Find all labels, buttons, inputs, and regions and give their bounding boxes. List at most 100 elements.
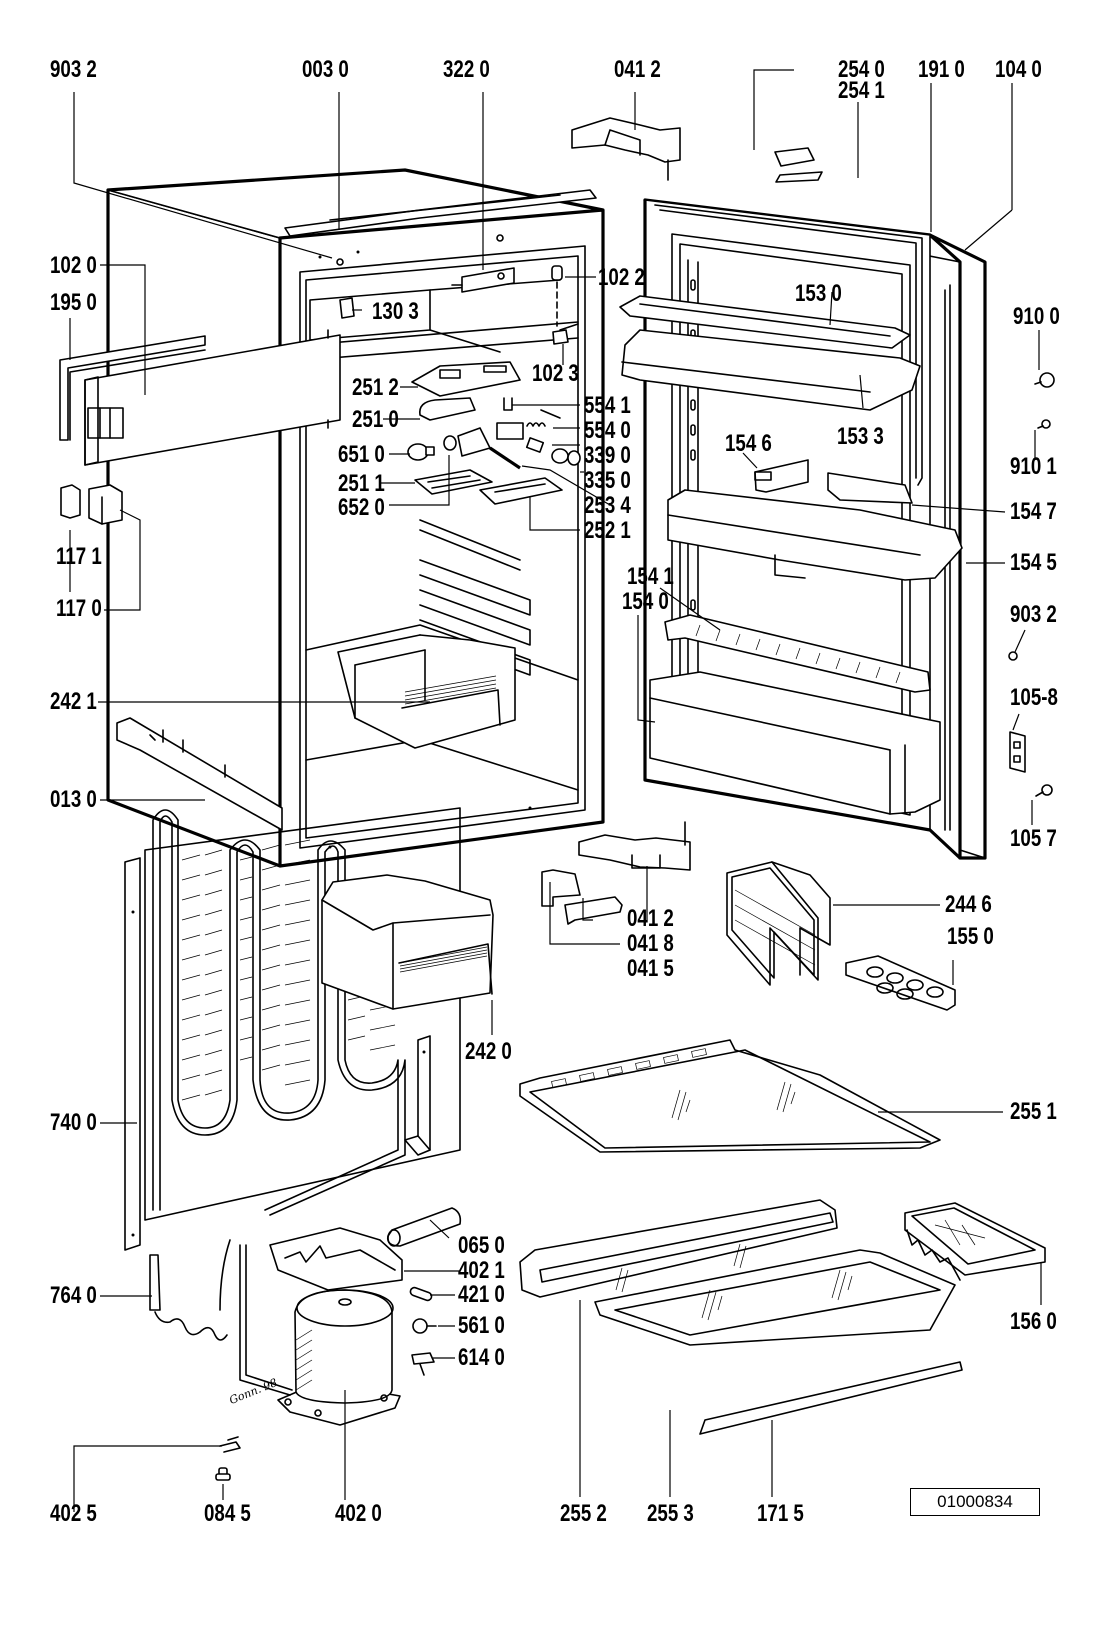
label-105-7: 105 7: [1010, 825, 1057, 852]
part-251-1: [414, 469, 493, 495]
label-041-5: 041 5: [627, 955, 674, 982]
label-910-1: 910 1: [1010, 453, 1057, 480]
label-903-2-top: 903 2: [50, 56, 97, 83]
label-102-3: 102 3: [532, 360, 579, 387]
part-105-7: [1035, 784, 1053, 797]
part-156-0: [904, 1202, 1046, 1281]
part-251-2: [411, 361, 521, 397]
label-255-1: 255 1: [1010, 1098, 1057, 1125]
label-156-0: 156 0: [1010, 1308, 1057, 1335]
part-903-2b: [1008, 651, 1018, 661]
label-102-0: 102 0: [50, 252, 97, 279]
label-154-1: 154 1: [627, 563, 674, 590]
label-255-2: 255 2: [560, 1500, 607, 1527]
part-652-0: [443, 427, 491, 457]
drawing-number: 01000834: [937, 1492, 1013, 1511]
label-105-8: 105-8: [1010, 684, 1058, 711]
part-105-8: [1009, 731, 1026, 773]
part-041-5: [541, 869, 581, 907]
label-041-2-top: 041 2: [614, 56, 661, 83]
part-255-3: [594, 1249, 956, 1346]
drawing-number-box: 01000834: [910, 1488, 1040, 1516]
label-153-0: 153 0: [795, 280, 842, 307]
part-254-0: [774, 147, 823, 183]
label-339-0: 339 0: [584, 442, 631, 469]
part-252-1: [479, 477, 563, 505]
label-652-0: 652 0: [338, 494, 385, 521]
part-242-1: [337, 634, 516, 749]
part-554-0-assembly: [496, 397, 581, 466]
part-117-1: [60, 484, 81, 519]
part-130-3: [339, 297, 355, 319]
part-195-0: [59, 335, 206, 441]
label-251-0: 251 0: [352, 406, 399, 433]
part-910-1: [1037, 419, 1051, 429]
part-322-0: [451, 267, 515, 293]
part-421-0: [409, 1286, 433, 1302]
label-154-6: 154 6: [725, 430, 772, 457]
part-041-2-top: [571, 117, 681, 181]
label-003-0: 003 0: [302, 56, 349, 83]
label-104-0: 104 0: [995, 56, 1042, 83]
part-244-6: [726, 861, 831, 986]
part-154-5: [667, 489, 963, 581]
label-155-0: 155 0: [947, 923, 994, 950]
part-153-3: [621, 329, 921, 411]
part-255-1: [519, 1039, 941, 1153]
part-041-8: [564, 896, 623, 925]
label-402-1: 402 1: [458, 1257, 505, 1284]
part-651-0: [407, 443, 435, 461]
label-041-2-bottom: 041 2: [627, 905, 674, 932]
label-154-0: 154 0: [622, 588, 669, 615]
label-254-1: 254 1: [838, 77, 885, 104]
part-740-0: [124, 807, 461, 1251]
label-171-5: 171 5: [757, 1500, 804, 1527]
label-244-6: 244 6: [945, 891, 992, 918]
part-764-0: [149, 1239, 231, 1341]
label-322-0: 322 0: [443, 56, 490, 83]
part-065-0: [386, 1207, 462, 1247]
label-554-0: 554 0: [584, 417, 631, 444]
part-251-0: [418, 397, 476, 421]
part-402-1: [269, 1227, 403, 1291]
part-154-7: [827, 472, 913, 504]
label-013-0: 013 0: [50, 786, 97, 813]
label-041-8: 041 8: [627, 930, 674, 957]
part-117-0: [88, 484, 123, 525]
label-117-0: 117 0: [56, 595, 102, 622]
label-402-0: 402 0: [335, 1500, 382, 1527]
label-191-0: 191 0: [918, 56, 965, 83]
label-252-1: 252 1: [584, 517, 631, 544]
label-154-5: 154 5: [1010, 549, 1057, 576]
part-155-0: [845, 955, 956, 1011]
label-421-0: 421 0: [458, 1281, 505, 1308]
part-102-0: [84, 329, 341, 466]
label-242-0: 242 0: [465, 1038, 512, 1065]
part-084-5: [215, 1467, 231, 1481]
label-402-5: 402 5: [50, 1500, 97, 1527]
label-255-3: 255 3: [647, 1500, 694, 1527]
label-910-0: 910 0: [1013, 303, 1060, 330]
part-041-2-bottom: [578, 821, 691, 871]
part-013-0: [116, 717, 283, 831]
part-255-2: [519, 1199, 838, 1298]
label-614-0: 614 0: [458, 1344, 505, 1371]
part-242-0: [321, 874, 494, 1010]
label-651-0: 651 0: [338, 441, 385, 468]
part-154-0: [649, 671, 941, 815]
part-154-1: [664, 614, 931, 693]
label-251-2: 251 2: [352, 374, 399, 401]
label-130-3: 130 3: [372, 298, 419, 325]
leader-lines: [69, 69, 1042, 1512]
part-102-2: [551, 265, 579, 345]
part-561-0: [412, 1318, 437, 1334]
label-065-0: 065 0: [458, 1232, 505, 1259]
label-251-1: 251 1: [338, 470, 385, 497]
label-117-1: 117 1: [56, 543, 102, 570]
part-153-0: [619, 295, 911, 349]
part-910-0: [1034, 372, 1055, 388]
label-102-2: 102 2: [598, 264, 645, 291]
label-254-0: 254 0: [838, 56, 885, 83]
